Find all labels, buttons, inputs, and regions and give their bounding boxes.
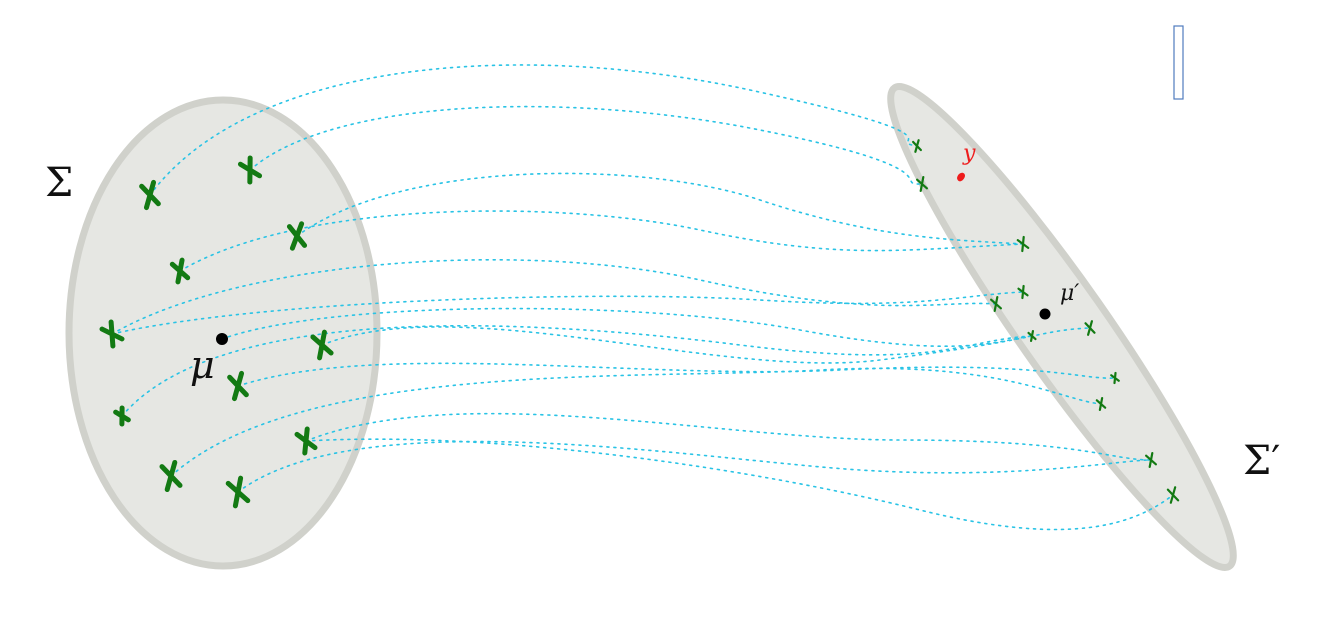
left-sample-mark-8 xyxy=(113,405,131,427)
mapping-link-5 xyxy=(111,259,997,335)
left-sample-mark-5 xyxy=(99,319,125,349)
mapping-link-2 xyxy=(249,105,923,185)
left-sample-marks xyxy=(99,155,334,509)
corner-rectangle xyxy=(1173,25,1184,100)
left-sample-mark-10 xyxy=(159,459,183,493)
right-sample-mark-5 xyxy=(1017,284,1029,300)
mapping-link-6 xyxy=(111,291,1024,335)
right-distribution-ellipse xyxy=(887,82,1237,572)
left-sample-mark-7 xyxy=(227,370,249,402)
mapping-link-13 xyxy=(237,440,1152,493)
right-sample-mark-9 xyxy=(1095,396,1107,412)
mapping-link-9 xyxy=(321,326,1091,364)
mapping-link-10 xyxy=(237,362,1116,387)
left-sample-mark-3 xyxy=(286,221,308,251)
mapping-link-1 xyxy=(149,64,918,196)
right-sample-mark-1 xyxy=(912,139,922,153)
left-sample-mark-9 xyxy=(294,426,318,456)
right-sample-mark-7 xyxy=(1084,320,1096,336)
right-sample-mark-11 xyxy=(1166,486,1180,504)
right-set-label: Σ′ xyxy=(1243,438,1280,484)
left-mean-label: μ xyxy=(190,343,215,387)
left-mean-point xyxy=(216,333,228,345)
right-mean-point xyxy=(1039,308,1051,320)
mapping-links xyxy=(111,64,1174,531)
right-sample-marks xyxy=(912,139,1180,504)
left-sample-mark-4 xyxy=(169,257,191,285)
right-mean-label: μ′ xyxy=(1060,281,1079,306)
right-sample-mark-10 xyxy=(1145,451,1157,469)
mapping-link-8 xyxy=(121,325,1033,417)
left-sample-mark-6 xyxy=(310,329,334,361)
observed-point-y xyxy=(957,172,965,182)
left-sample-mark-1 xyxy=(139,179,161,211)
right-sample-mark-8 xyxy=(1110,371,1120,385)
mapping-link-12 xyxy=(305,412,1152,461)
left-set-label: Σ xyxy=(45,160,73,206)
mapping-link-11 xyxy=(170,367,1102,477)
mapping-link-14 xyxy=(305,438,1174,531)
left-distribution-ellipse xyxy=(65,96,381,570)
right-sample-mark-6 xyxy=(1027,329,1037,343)
mapping-link-7 xyxy=(221,307,1033,347)
right-sample-mark-2 xyxy=(916,175,928,193)
mapping-link-3 xyxy=(296,172,1024,245)
observed-point-label: y xyxy=(962,141,976,166)
right-sample-mark-3 xyxy=(1016,235,1030,253)
right-sample-mark-4 xyxy=(990,295,1002,313)
left-sample-mark-2 xyxy=(237,155,263,185)
left-sample-mark-11 xyxy=(225,475,251,509)
